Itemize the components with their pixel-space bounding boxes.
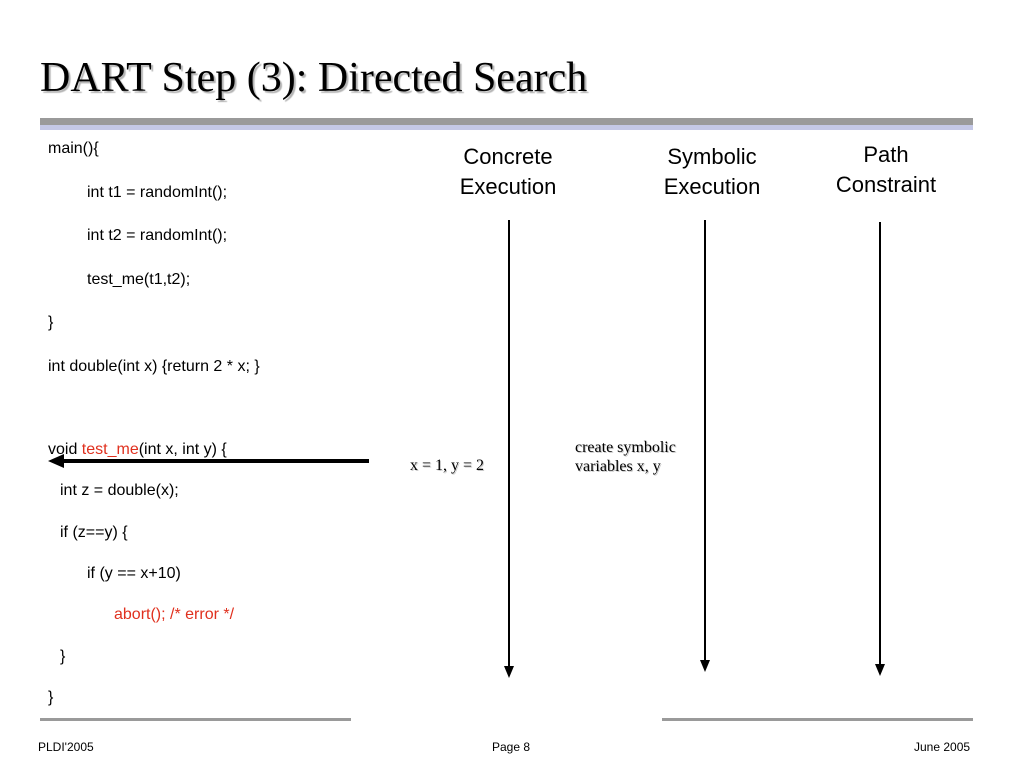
title-rule-gray — [40, 118, 973, 125]
code-test-me-signature: void test_me(int x, int y) { — [48, 440, 227, 460]
code-z-assign: int z = double(x); — [60, 482, 179, 499]
header-concrete-execution: Concrete Execution — [444, 142, 572, 202]
concrete-execution-arrow — [504, 220, 514, 678]
header-path-line1: Path — [863, 142, 909, 167]
symbolic-execution-arrow — [700, 220, 710, 672]
footer-page-number: Page 8 — [492, 740, 531, 754]
code-inner-close: } — [60, 648, 66, 665]
code-if-z-equals-y: if (z==y) { — [60, 524, 128, 541]
code-outer-close: } — [48, 689, 54, 706]
path-constraint-arrow — [875, 222, 885, 676]
header-symbolic-execution: Symbolic Execution — [648, 142, 776, 202]
symbolic-note-line1: create symbolic — [575, 439, 676, 456]
title-rule-lavender — [40, 125, 973, 130]
footer-date: June 2005 — [914, 740, 971, 754]
symbolic-note-line2: variables x, y — [575, 458, 661, 475]
code-test-me-call: test_me(t1,t2); — [87, 271, 191, 288]
code-void-keyword: void — [48, 441, 82, 458]
code-double-function: int double(int x) {return 2 * x; } — [48, 358, 260, 375]
code-if-y-equals-x-plus-10: if (y == x+10) — [87, 565, 181, 582]
footer-rule-right — [662, 718, 973, 721]
header-symbolic-line1: Symbolic — [667, 144, 757, 169]
code-t1-decl: int t1 = randomInt(); — [87, 184, 228, 201]
header-concrete-line2: Execution — [459, 174, 557, 199]
symbolic-variables-note: create symbolic variables x, y — [575, 438, 676, 476]
slide-title: DART Step (3): Directed Search — [40, 55, 588, 101]
code-test-me-params: (int x, int y) { — [138, 441, 227, 458]
code-main-close: } — [48, 314, 54, 331]
current-line-pointer-arrow — [48, 454, 369, 468]
concrete-values-note: x = 1, y = 2 — [410, 457, 485, 474]
header-path-constraint: Path Constraint — [820, 140, 952, 200]
code-main-open: main(){ — [48, 140, 99, 157]
header-concrete-line1: Concrete — [463, 144, 553, 169]
footer-conference: PLDI'2005 — [38, 740, 94, 754]
header-symbolic-line2: Execution — [663, 174, 761, 199]
code-t2-decl: int t2 = randomInt(); — [87, 227, 228, 244]
code-abort-error: abort(); /* error */ — [114, 606, 235, 623]
footer-rule-left — [40, 718, 351, 721]
code-test-me-name: test_me — [81, 441, 139, 458]
header-path-line2: Constraint — [835, 172, 937, 197]
